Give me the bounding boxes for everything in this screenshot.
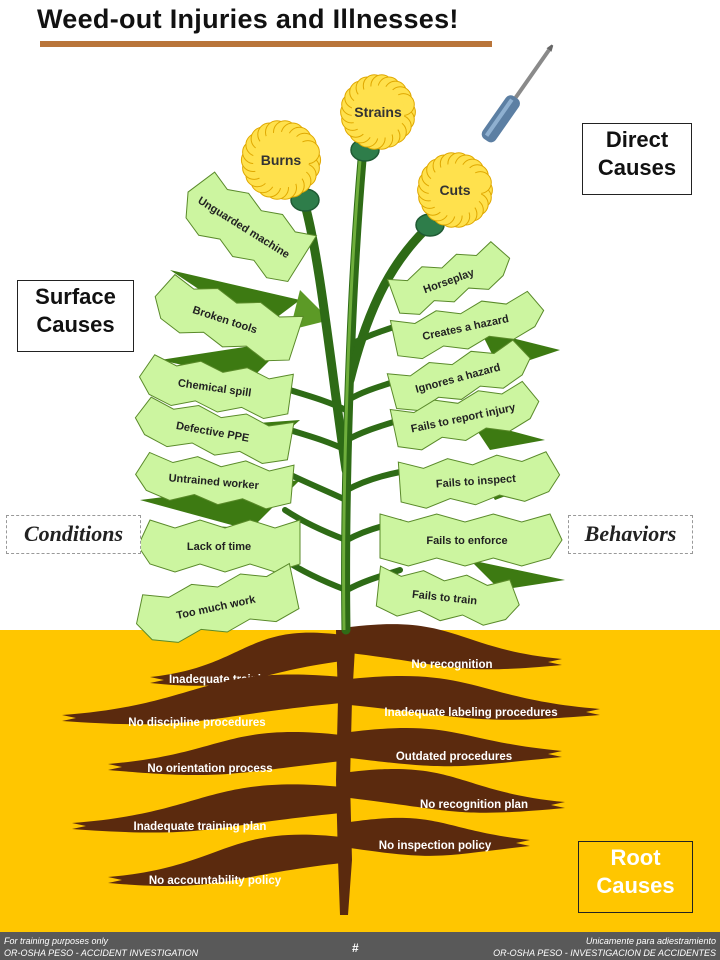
root-label: No recognition plan: [420, 799, 528, 811]
root-label: No orientation process: [147, 763, 272, 775]
page-title: Weed-out Injuries and Illnesses!: [37, 4, 459, 34]
behavior-leaf-label: Fails to enforce: [426, 535, 507, 547]
condition-leaf: Too much work: [135, 562, 300, 643]
root-label: Outdated procedures: [396, 751, 512, 763]
title-underline: [40, 41, 492, 47]
root-branch: No recognition: [350, 624, 562, 671]
condition-leaf: Chemical spill: [138, 354, 294, 420]
root-label: No inspection policy: [379, 840, 492, 852]
footer-training-note-es: Unicamente para adiestramiento: [585, 936, 716, 946]
condition-leaf: Untrained worker: [135, 451, 295, 510]
behavior-leaf: Fails to report injury: [389, 380, 540, 451]
root-label: Inadequate training plan: [134, 821, 267, 833]
flower-head: Strains: [340, 74, 416, 162]
behavior-leaf: Fails to enforce: [379, 513, 563, 567]
root-branch: No inspection policy: [350, 817, 530, 856]
flower-head: Burns: [240, 120, 322, 212]
flower-label: Strains: [354, 104, 402, 120]
flower-head: Cuts: [415, 152, 493, 237]
flower-label: Cuts: [439, 182, 470, 198]
behavior-leaf: Fails to train: [375, 565, 520, 626]
condition-leaf: Defective PPE: [134, 396, 295, 464]
root-branch: Inadequate labeling procedures: [350, 676, 600, 720]
condition-leaf: Broken tools: [154, 273, 305, 362]
surface-causes-box: Surface Causes: [17, 280, 134, 352]
footer-course-name: OR-OSHA PESO - ACCIDENT INVESTIGATION: [4, 948, 199, 958]
behavior-leaf-label: Fails to inspect: [436, 473, 517, 491]
footer-course-name-es: OR-OSHA PESO - INVESTIGACION DE ACCIDENT…: [493, 948, 716, 958]
root-causes-box: Root Causes: [578, 841, 693, 913]
condition-leaf: Lack of time: [137, 519, 301, 573]
stem-highlights: [342, 159, 362, 631]
root-branch: Outdated procedures: [350, 728, 562, 767]
root-causes-label: Root Causes: [596, 845, 675, 898]
direct-causes-box: Direct Causes: [582, 123, 692, 195]
surface-causes-label: Surface Causes: [35, 284, 116, 337]
root-label: No accountability policy: [149, 875, 282, 887]
root-branch: Inadequate training plan: [72, 784, 342, 833]
root-label: No discipline procedures: [128, 717, 265, 729]
behaviors-tag: Behaviors: [568, 515, 693, 554]
root-branch: No recognition plan: [350, 769, 565, 813]
root-branch: No discipline procedures: [62, 674, 342, 729]
condition-leaf-label: Lack of time: [187, 541, 251, 553]
conditions-tag: Conditions: [6, 515, 141, 554]
behavior-leaf: Fails to inspect: [397, 451, 561, 509]
screwdriver-icon: [481, 44, 554, 143]
root-branch: No accountability policy: [108, 834, 342, 887]
footer-page-number: #: [352, 941, 359, 955]
footer-bar: For training purposes only OR-OSHA PESO …: [0, 932, 720, 960]
root-label: Inadequate labeling procedures: [384, 707, 557, 719]
root-branch: No orientation process: [108, 731, 342, 776]
direct-causes-label: Direct Causes: [597, 127, 677, 180]
root-label: No recognition: [411, 659, 492, 671]
flower-label: Burns: [261, 152, 302, 168]
stems: [282, 155, 430, 635]
footer-training-note: For training purposes only: [4, 936, 109, 946]
